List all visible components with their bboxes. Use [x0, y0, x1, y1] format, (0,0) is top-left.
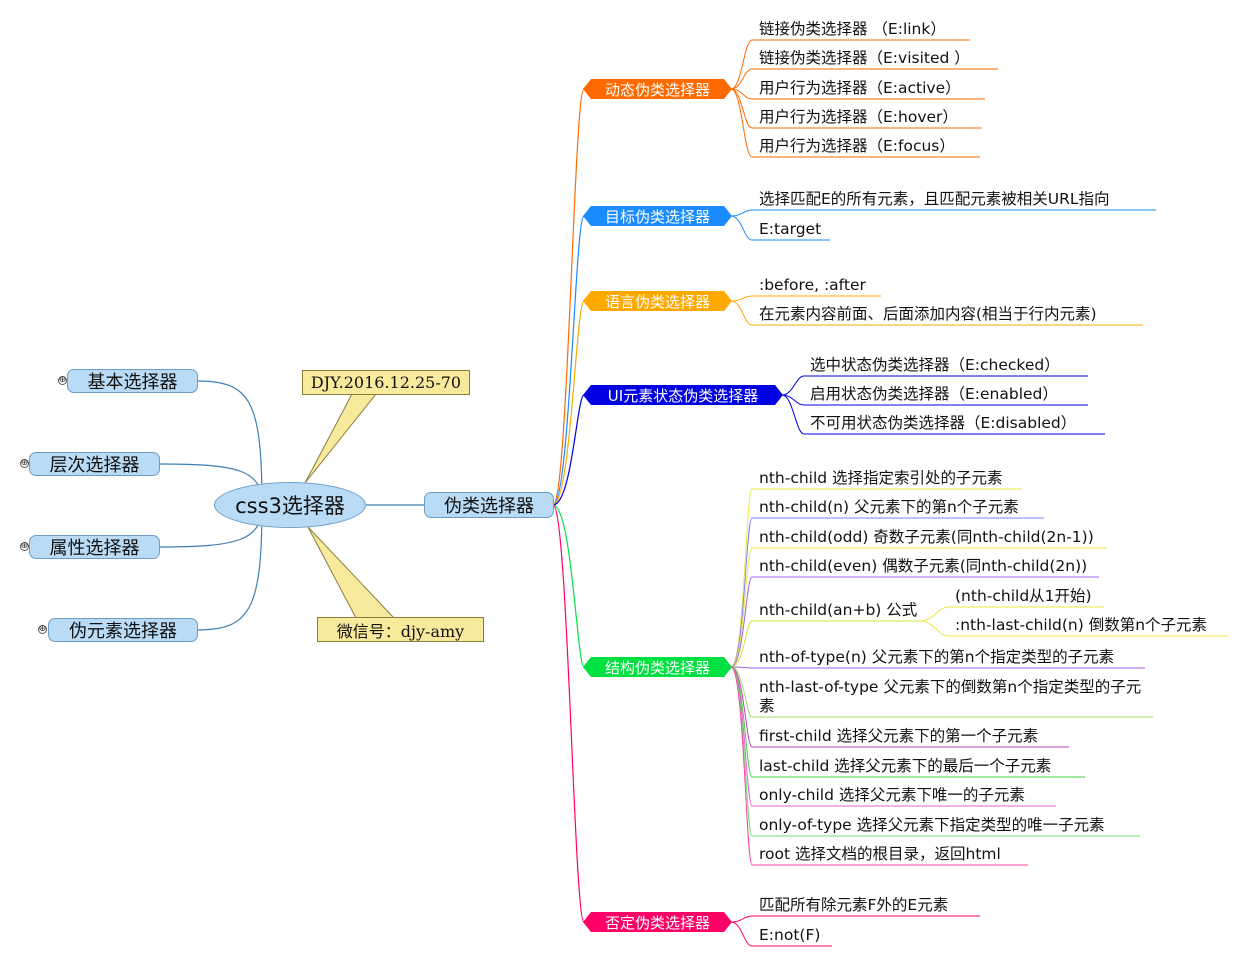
branch-attribute-selectors[interactable]: 属性选择器: [29, 535, 160, 559]
leaf-item[interactable]: 用户行为选择器（E:hover）: [759, 108, 958, 126]
branch-label: 伪类选择器: [444, 496, 534, 517]
branch-hierarchy-selectors[interactable]: 层次选择器: [29, 452, 160, 476]
root-node[interactable]: css3选择器: [214, 482, 366, 528]
leaf-item[interactable]: nth-child(even) 偶数子元素(同nth-child(2n)): [759, 557, 1088, 575]
branch-label: 层次选择器: [49, 455, 140, 476]
leaf-item[interactable]: only-of-type 选择父元素下指定类型的唯一子元素: [759, 816, 1105, 834]
wechat-callout-text: 微信号：djy-amy: [336, 621, 465, 641]
branch-label: 基本选择器: [87, 372, 178, 393]
leaf-item[interactable]: 链接伪类选择器 （E:link）: [759, 20, 946, 38]
expand-icon[interactable]: ⊕: [20, 541, 29, 551]
ui-state-leaf-lines: [781, 375, 1105, 435]
category-connectors: [552, 88, 585, 923]
leaf-item[interactable]: E:not(F): [759, 926, 821, 944]
branch-pseudo-class-selectors[interactable]: 伪类选择器: [424, 492, 554, 518]
wechat-callout[interactable]: 微信号：djy-amy: [317, 617, 484, 642]
target-leaf-lines: [730, 209, 1156, 241]
negation-leaf-lines: [730, 915, 980, 947]
leaf-item[interactable]: nth-of-type(n) 父元素下的第n个指定类型的子元素: [759, 648, 1115, 666]
leaf-item[interactable]: nth-child(an+b) 公式: [759, 601, 918, 619]
leaf-item[interactable]: (nth-child从1开始): [955, 587, 1092, 605]
leaf-item[interactable]: 链接伪类选择器（E:visited ）: [759, 49, 970, 67]
leaf-item[interactable]: nth-child(n) 父元素下的第n个子元素: [759, 498, 1019, 516]
expand-icon[interactable]: ⊕: [58, 375, 67, 385]
category-language[interactable]: 语言伪类选择器: [583, 291, 732, 311]
category-negation[interactable]: 否定伪类选择器: [583, 912, 732, 932]
category-dynamic[interactable]: 动态伪类选择器: [583, 79, 732, 99]
category-structural[interactable]: 结构伪类选择器: [583, 657, 732, 677]
category-ui-state[interactable]: UI元素状态伪类选择器: [583, 385, 783, 405]
category-label: 结构伪类选择器: [604, 658, 710, 677]
branch-label: 伪元素选择器: [69, 621, 177, 642]
author-callout[interactable]: DJY.2016.12.25-70: [302, 370, 470, 395]
leaf-item[interactable]: root 选择文档的根目录，返回html: [759, 845, 1001, 863]
category-label: 目标伪类选择器: [604, 207, 710, 226]
leaf-item[interactable]: only-child 选择父元素下唯一的子元素: [759, 786, 1025, 804]
category-label: 否定伪类选择器: [604, 913, 710, 932]
category-label: 语言伪类选择器: [604, 292, 710, 311]
branch-pseudo-element-selectors[interactable]: 伪元素选择器: [48, 618, 198, 642]
callout-pointer-wechat: [307, 526, 396, 619]
leaf-item[interactable]: :before, :after: [759, 276, 866, 294]
leaf-item[interactable]: 用户行为选择器（E:focus）: [759, 137, 955, 155]
branch-basic-selectors[interactable]: 基本选择器: [67, 369, 198, 393]
author-callout-text: DJY.2016.12.25-70: [310, 373, 462, 392]
leaf-item[interactable]: nth-child(odd) 奇数子元素(同nth-child(2n-1)): [759, 528, 1094, 546]
leaf-item[interactable]: 用户行为选择器（E:active）: [759, 79, 961, 97]
expand-icon[interactable]: ⊕: [38, 624, 47, 634]
category-target[interactable]: 目标伪类选择器: [583, 206, 732, 226]
callout-pointer-author: [304, 393, 378, 484]
leaf-item[interactable]: :nth-last-child(n) 倒数第n个子元素: [955, 616, 1208, 634]
language-leaf-lines: [730, 295, 1143, 326]
leaf-item[interactable]: 匹配所有除元素F外的E元素: [759, 896, 949, 914]
leaf-item[interactable]: 选择匹配E的所有元素，且匹配元素被相关URL指向: [759, 190, 1110, 208]
leaf-item[interactable]: E:target: [759, 220, 822, 238]
leaf-item[interactable]: 启用状态伪类选择器（E:enabled）: [810, 385, 1058, 403]
dynamic-leaf-lines: [730, 39, 998, 158]
expand-icon[interactable]: ⊕: [20, 458, 29, 468]
leaf-item[interactable]: 不可用状态伪类选择器（E:disabled）: [810, 414, 1077, 432]
leaf-item[interactable]: nth-child 选择指定索引处的子元素: [759, 469, 1003, 487]
category-label: UI元素状态伪类选择器: [607, 386, 759, 405]
branch-label: 属性选择器: [49, 538, 140, 559]
leaf-item[interactable]: nth-last-of-type 父元素下的倒数第n个指定类型的子元素: [759, 678, 1142, 715]
category-label: 动态伪类选择器: [604, 80, 710, 99]
leaf-item[interactable]: 在元素内容前面、后面添加内容(相当于行内元素): [759, 305, 1097, 323]
leaf-item[interactable]: 选中状态伪类选择器（E:checked）: [810, 356, 1060, 374]
leaf-item[interactable]: last-child 选择父元素下的最后一个子元素: [759, 757, 1052, 775]
structural-leaf-lines: [730, 488, 1228, 866]
leaf-item[interactable]: first-child 选择父元素下的第一个子元素: [759, 727, 1039, 745]
root-label: css3选择器: [235, 494, 345, 518]
